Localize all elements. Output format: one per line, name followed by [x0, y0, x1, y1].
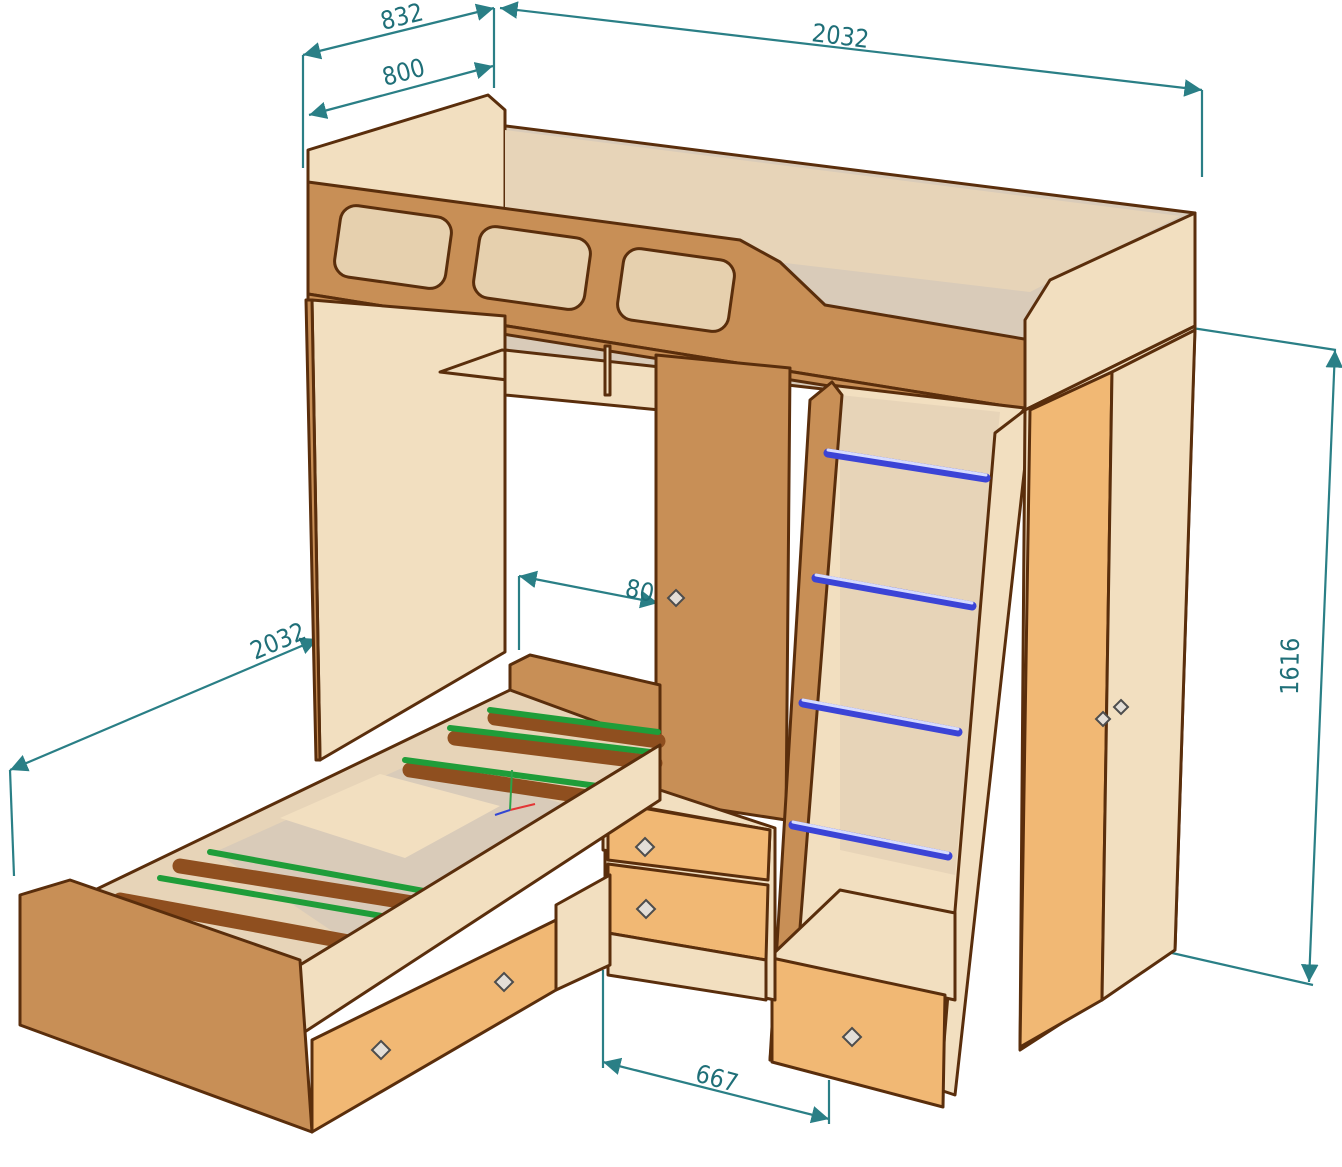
depth-outer-label: 832: [377, 0, 426, 36]
ladder-rungs: [788, 448, 991, 861]
wardrobe-knob-left: [1094, 710, 1112, 728]
lower-bed-drawer-knob-2: [493, 971, 515, 993]
step-drawer-knob: [841, 1026, 863, 1048]
guard-window-1: [333, 204, 453, 290]
length-lower-bed-label: 2032: [246, 616, 310, 665]
guard-window-3: [616, 247, 736, 333]
length-top-label: 2032: [810, 18, 870, 54]
height-total-label: 1616: [1275, 637, 1305, 695]
dimension-lines: [8, 1, 1342, 1124]
axis-indicator: [494, 769, 536, 816]
chest-drawer-1-knob: [634, 836, 656, 858]
small-shelf: [438, 344, 662, 412]
chest-of-drawers: [601, 788, 777, 1002]
drawer-width-label: 667: [692, 1059, 741, 1098]
central-panel-knob: [666, 588, 686, 608]
lower-bed-slats: [112, 707, 666, 953]
lower-bed: [18, 653, 666, 1134]
guard-window-2: [472, 225, 592, 311]
wardrobe: [1018, 324, 1197, 1052]
step-box: [770, 888, 957, 1109]
left-side-panel: [304, 298, 507, 762]
chest-drawer-2-knob: [635, 898, 657, 920]
central-panel: [654, 353, 792, 822]
wardrobe-knob-right: [1112, 698, 1130, 716]
lower-bed-drawer-knob-1: [370, 1039, 392, 1061]
